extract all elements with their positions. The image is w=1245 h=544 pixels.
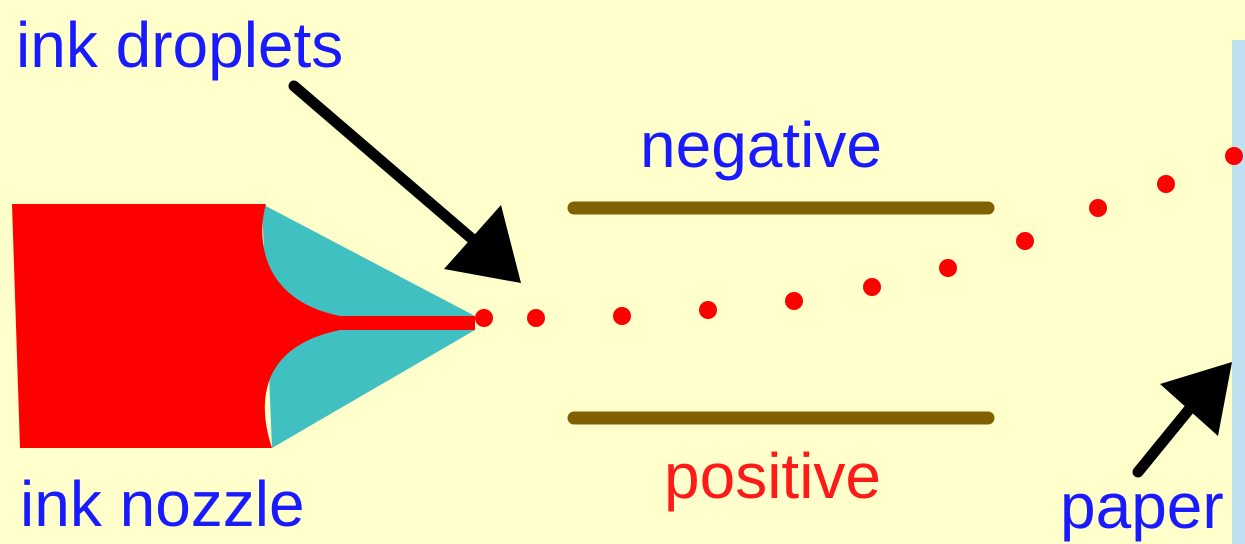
droplet <box>785 292 803 310</box>
label-paper: paper <box>1060 470 1224 542</box>
droplet <box>613 307 631 325</box>
label-ink-nozzle: ink nozzle <box>20 468 305 540</box>
label-negative: negative <box>640 109 882 181</box>
label-positive: positive <box>664 440 881 512</box>
droplet <box>527 309 545 327</box>
droplet <box>1089 199 1107 217</box>
paper-arrow <box>1132 362 1232 478</box>
droplet <box>1157 175 1175 193</box>
label-ink-droplets: ink droplets <box>16 9 343 81</box>
ink-droplets <box>475 147 1243 327</box>
droplet <box>699 301 717 319</box>
droplets-arrow <box>288 80 521 283</box>
droplet <box>863 278 881 296</box>
paper-sheet <box>1232 40 1245 544</box>
droplet <box>1016 232 1034 250</box>
droplet <box>1225 147 1243 165</box>
droplet <box>939 259 957 277</box>
droplet <box>475 309 493 327</box>
nozzle-body <box>12 204 475 448</box>
